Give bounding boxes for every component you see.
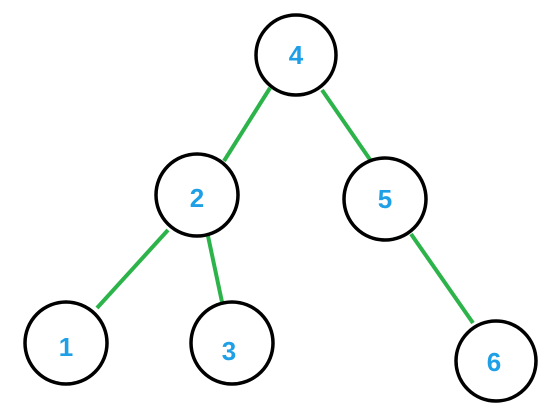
tree-node-5: 5 (342, 156, 428, 242)
node-circle (154, 152, 240, 238)
node-label: 2 (190, 183, 204, 213)
edge-4-2 (222, 86, 272, 163)
node-label: 4 (289, 40, 304, 70)
tree-node-2: 2 (154, 152, 240, 238)
tree-edges (95, 86, 475, 325)
node-circle (342, 156, 428, 242)
node-label: 5 (378, 184, 392, 214)
node-circle (189, 300, 275, 386)
edge-2-3 (206, 235, 224, 303)
node-circle (254, 13, 338, 97)
node-label: 1 (59, 332, 73, 362)
node-circle (454, 319, 538, 403)
tree-node-4: 4 (254, 13, 338, 97)
tree-node-1: 1 (23, 300, 109, 386)
node-label: 6 (487, 347, 501, 377)
tree-node-3: 3 (189, 300, 275, 386)
node-label: 3 (222, 336, 236, 366)
edge-5-6 (409, 232, 475, 325)
node-circle (23, 300, 109, 386)
edge-2-1 (95, 228, 170, 310)
edge-4-5 (320, 88, 373, 163)
tree-node-6: 6 (454, 319, 538, 403)
